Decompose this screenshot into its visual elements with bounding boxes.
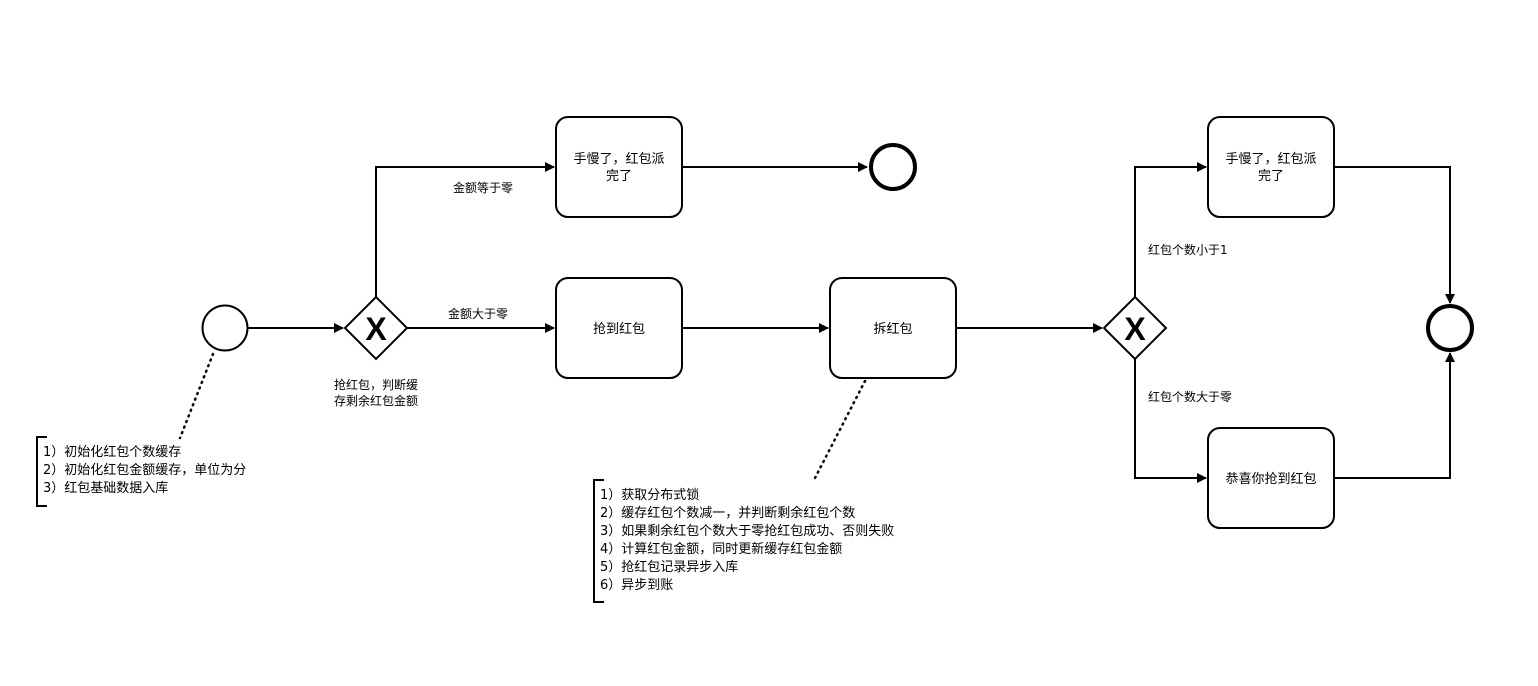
flow-gateway2-to-congrats[interactable] [1134,359,1207,483]
task-open-label: 拆红包 [873,321,912,337]
gateway1-label-line-2: 存剩余红包金额 [334,393,418,408]
end-event-1[interactable] [869,143,917,191]
gateway-x-icon: X [1124,311,1146,347]
flow-label-count-less-one: 红包个数小于1 [1148,242,1228,257]
annotation-open-line-1: 1）获取分布式锁 [600,487,699,503]
task-too-slow-1-line-1: 手慢了，红包派 [573,151,664,167]
task-congrats[interactable]: 恭喜你抢到红包 [1207,427,1335,529]
exclusive-gateway-2[interactable]: X [1102,295,1168,361]
annotation-open-line-3: 3）如果剩余红包个数大于零抢红包成功、否则失败 [600,523,894,539]
task-too-slow-2[interactable]: 手慢了，红包派 完了 [1207,116,1335,218]
annotation-open-line-2: 2）缓存红包个数减一，并判断剩余红包个数 [600,505,855,521]
task-too-slow-1[interactable]: 手慢了，红包派 完了 [555,116,683,218]
flow-label-count-positive: 红包个数大于零 [1148,389,1232,404]
flow-gateway2-to-too-slow-2[interactable] [1134,162,1207,297]
gateway1-label-line-1: 抢红包，判断缓 [334,377,418,392]
association-start-note [178,352,215,440]
flow-congrats-to-end2[interactable] [1334,352,1455,479]
annotation-open-line-6: 6）异步到账 [600,578,673,593]
annotation-init-line-1: 1）初始化红包个数缓存 [43,444,181,460]
annotation-init-line-3: 3）红包基础数据入库 [43,480,168,496]
start-event[interactable] [201,304,249,352]
gateway-x-icon: X [365,311,387,347]
task-too-slow-2-line-2: 完了 [1258,169,1284,184]
annotation-init[interactable]: 1）初始化红包个数缓存 2）初始化红包金额缓存，单位为分 3）红包基础数据入库 [36,436,246,507]
end-event-2[interactable] [1426,304,1474,352]
task-congrats-label: 恭喜你抢到红包 [1225,471,1316,487]
annotation-open-line-4: 4）计算红包金额，同时更新缓存红包金额 [600,541,842,557]
sequence-flows [248,162,1455,483]
flow-too-slow-2-to-end2[interactable] [1334,166,1455,304]
flow-gateway1-to-too-slow-1[interactable] [375,162,555,297]
task-grabbed[interactable]: 抢到红包 [555,277,683,379]
annotation-open[interactable]: 1）获取分布式锁 2）缓存红包个数减一，并判断剩余红包个数 3）如果剩余红包个数… [593,479,894,603]
association-open-note [813,379,867,480]
flow-label-amount-zero: 金额等于零 [453,180,513,195]
task-open[interactable]: 拆红包 [829,277,957,379]
task-grabbed-label: 抢到红包 [593,321,645,337]
task-too-slow-2-line-1: 手慢了，红包派 [1225,151,1316,167]
annotation-init-line-2: 2）初始化红包金额缓存，单位为分 [43,462,246,478]
associations [178,352,867,480]
task-too-slow-1-line-2: 完了 [606,169,632,184]
exclusive-gateway-1[interactable]: X [343,295,409,361]
annotation-open-line-5: 5）抢红包记录异步入库 [600,559,738,575]
flow-label-amount-positive: 金额大于零 [448,306,508,321]
